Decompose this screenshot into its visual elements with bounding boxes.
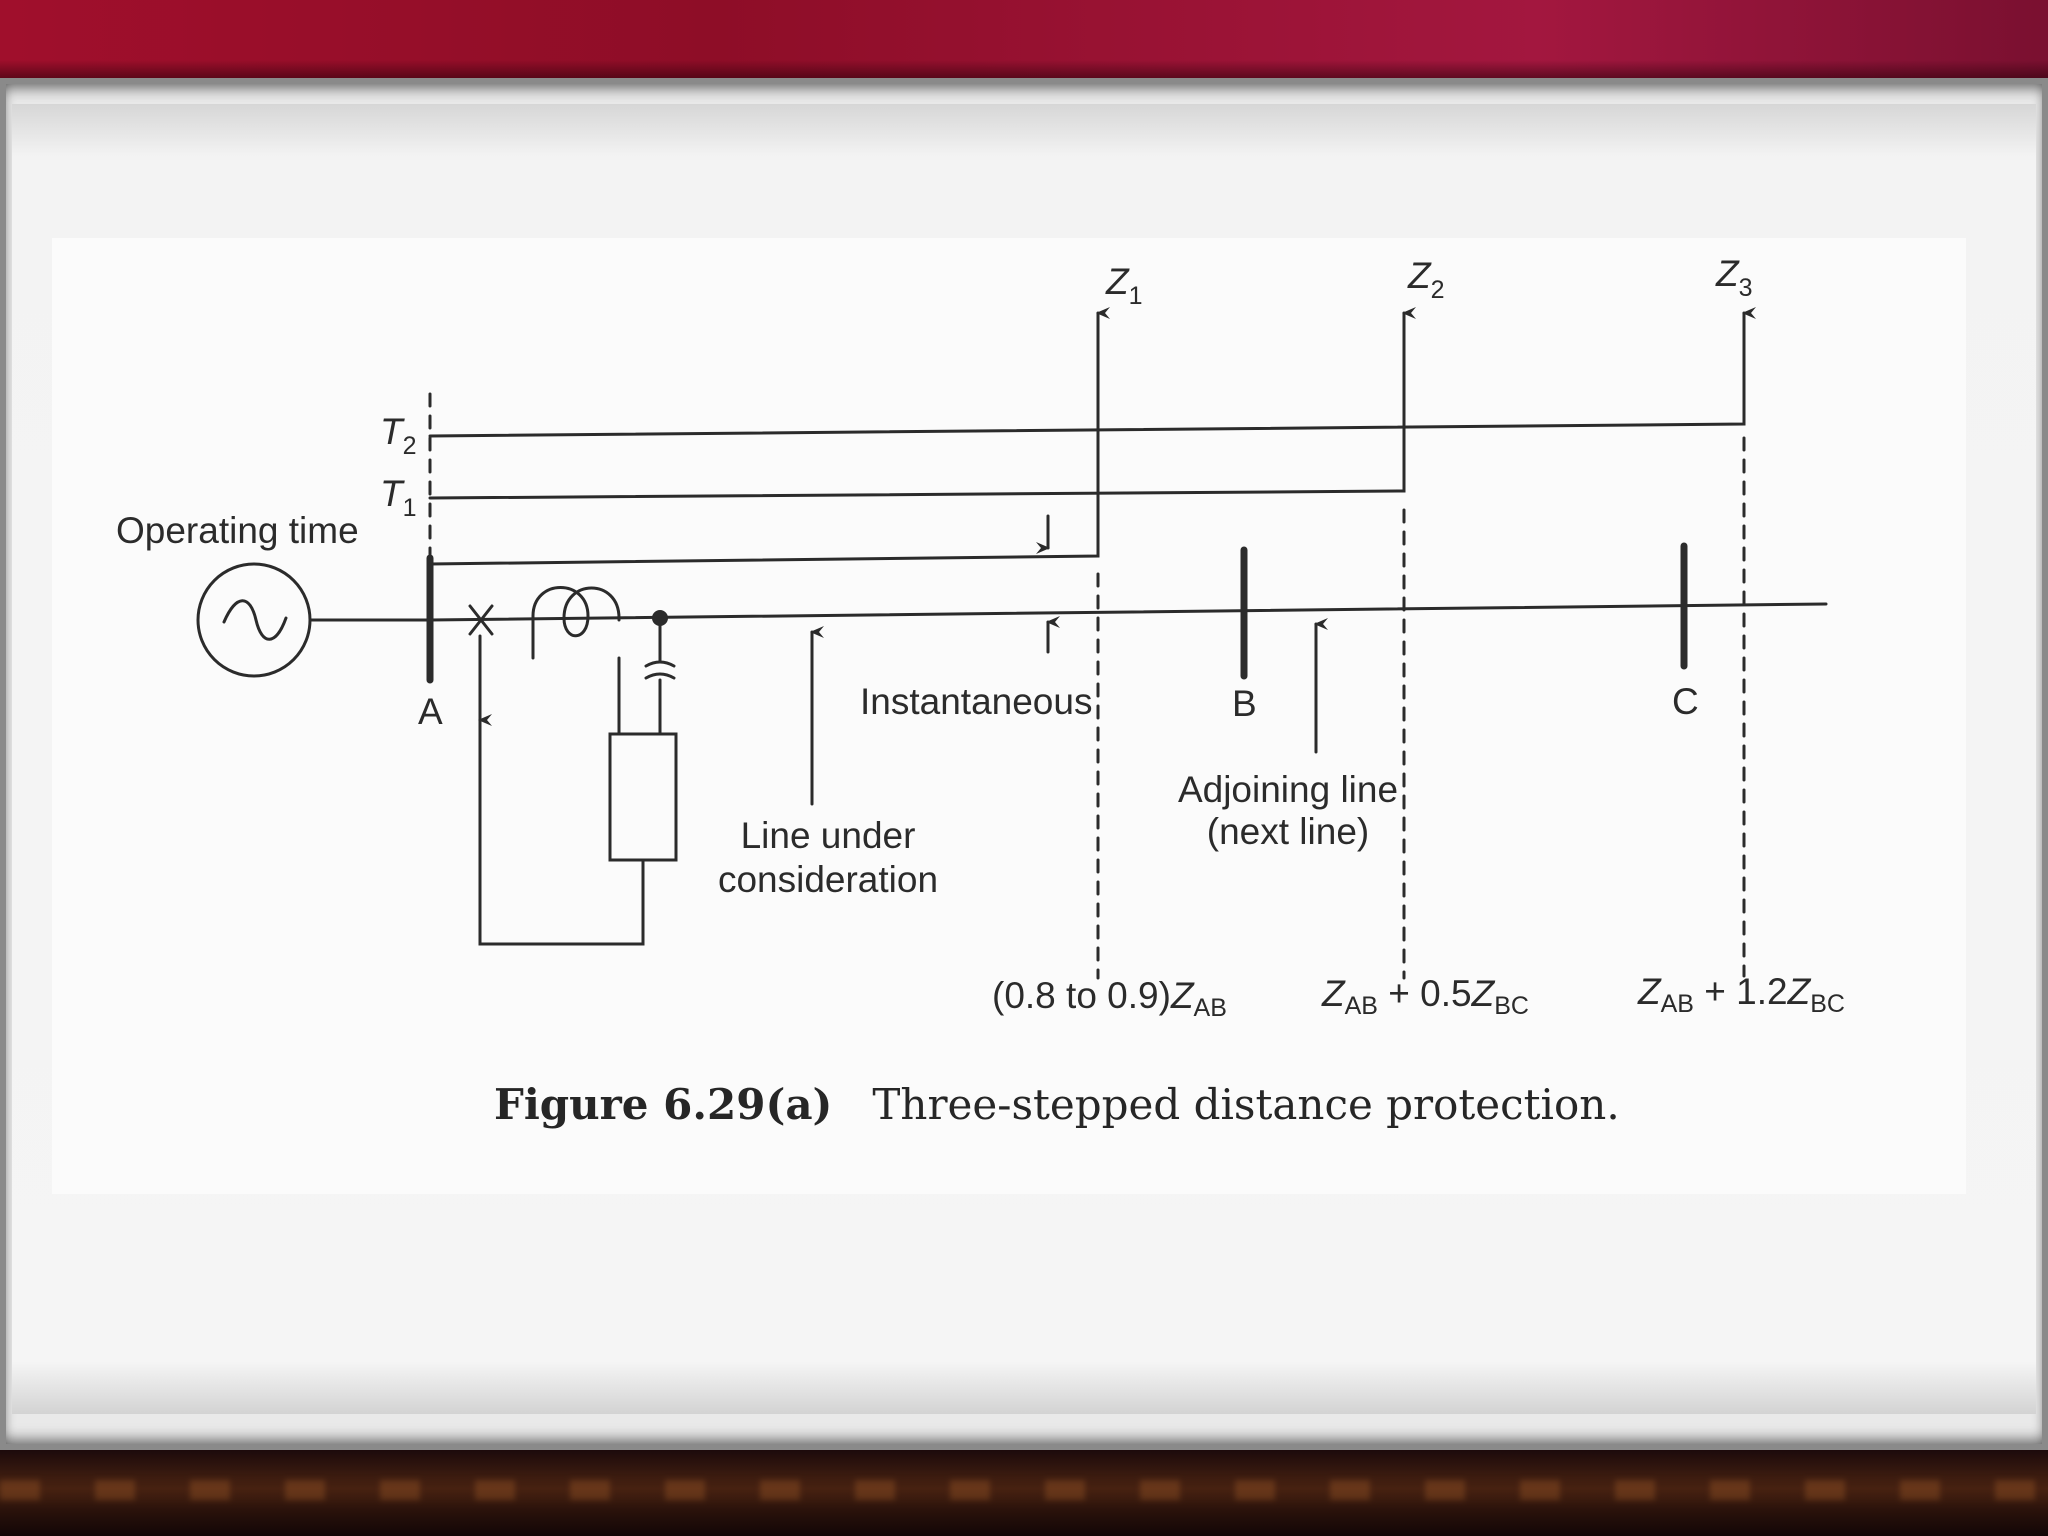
z3-label: Z3 [1715, 253, 1753, 302]
trip-circuit [478, 724, 645, 946]
figure-title: Three-stepped distance protection. [872, 1080, 1620, 1129]
top-decorative-band [0, 0, 2048, 78]
figure-caption: Figure 6.29(a) Three-stepped distance pro… [494, 1080, 1620, 1129]
generator-symbol [196, 562, 312, 678]
instantaneous-label: Instantaneous [860, 681, 1092, 722]
bus-c-label: C [1672, 681, 1699, 722]
sine-wave-icon [222, 599, 288, 641]
z2-label: Z2 [1407, 255, 1445, 304]
bottom-decorative-band [0, 1450, 2048, 1536]
bus-b-label: B [1232, 683, 1257, 724]
figure-scan: Operating time T2 T1 Z1 Z2 Z3 A B C Inst… [52, 238, 1966, 1194]
line-under-label-1: Line under [741, 815, 916, 856]
zone3-reach-label: ZAB + 1.2ZBC [1637, 971, 1845, 1018]
t1-label: T1 [380, 473, 417, 522]
zone1-reach-label: (0.8 to 0.9)ZAB [992, 975, 1227, 1022]
bus-a-label: A [418, 691, 443, 732]
protected-line [428, 602, 1828, 622]
distance-protection-diagram: Operating time T2 T1 Z1 Z2 Z3 A B C Inst… [116, 253, 1845, 1022]
current-transformer-icon [531, 586, 621, 660]
zone2-step [428, 307, 1416, 500]
line-under-label-2: consideration [718, 859, 938, 900]
adjoining-label-2: (next line) [1207, 811, 1369, 852]
relay-box [608, 732, 678, 862]
zone2-reach-label: ZAB + 0.5ZBC [1321, 973, 1529, 1020]
zone3-step [428, 307, 1756, 438]
adjoining-label-1: Adjoining line [1178, 769, 1398, 810]
operating-time-label: Operating time [116, 510, 359, 551]
z1-label: Z1 [1105, 261, 1143, 310]
zone1-step [428, 307, 1110, 566]
t2-label: T2 [380, 411, 417, 460]
figure-number: Figure 6.29(a) [494, 1080, 833, 1129]
capacitor-divider-icon [644, 660, 676, 680]
